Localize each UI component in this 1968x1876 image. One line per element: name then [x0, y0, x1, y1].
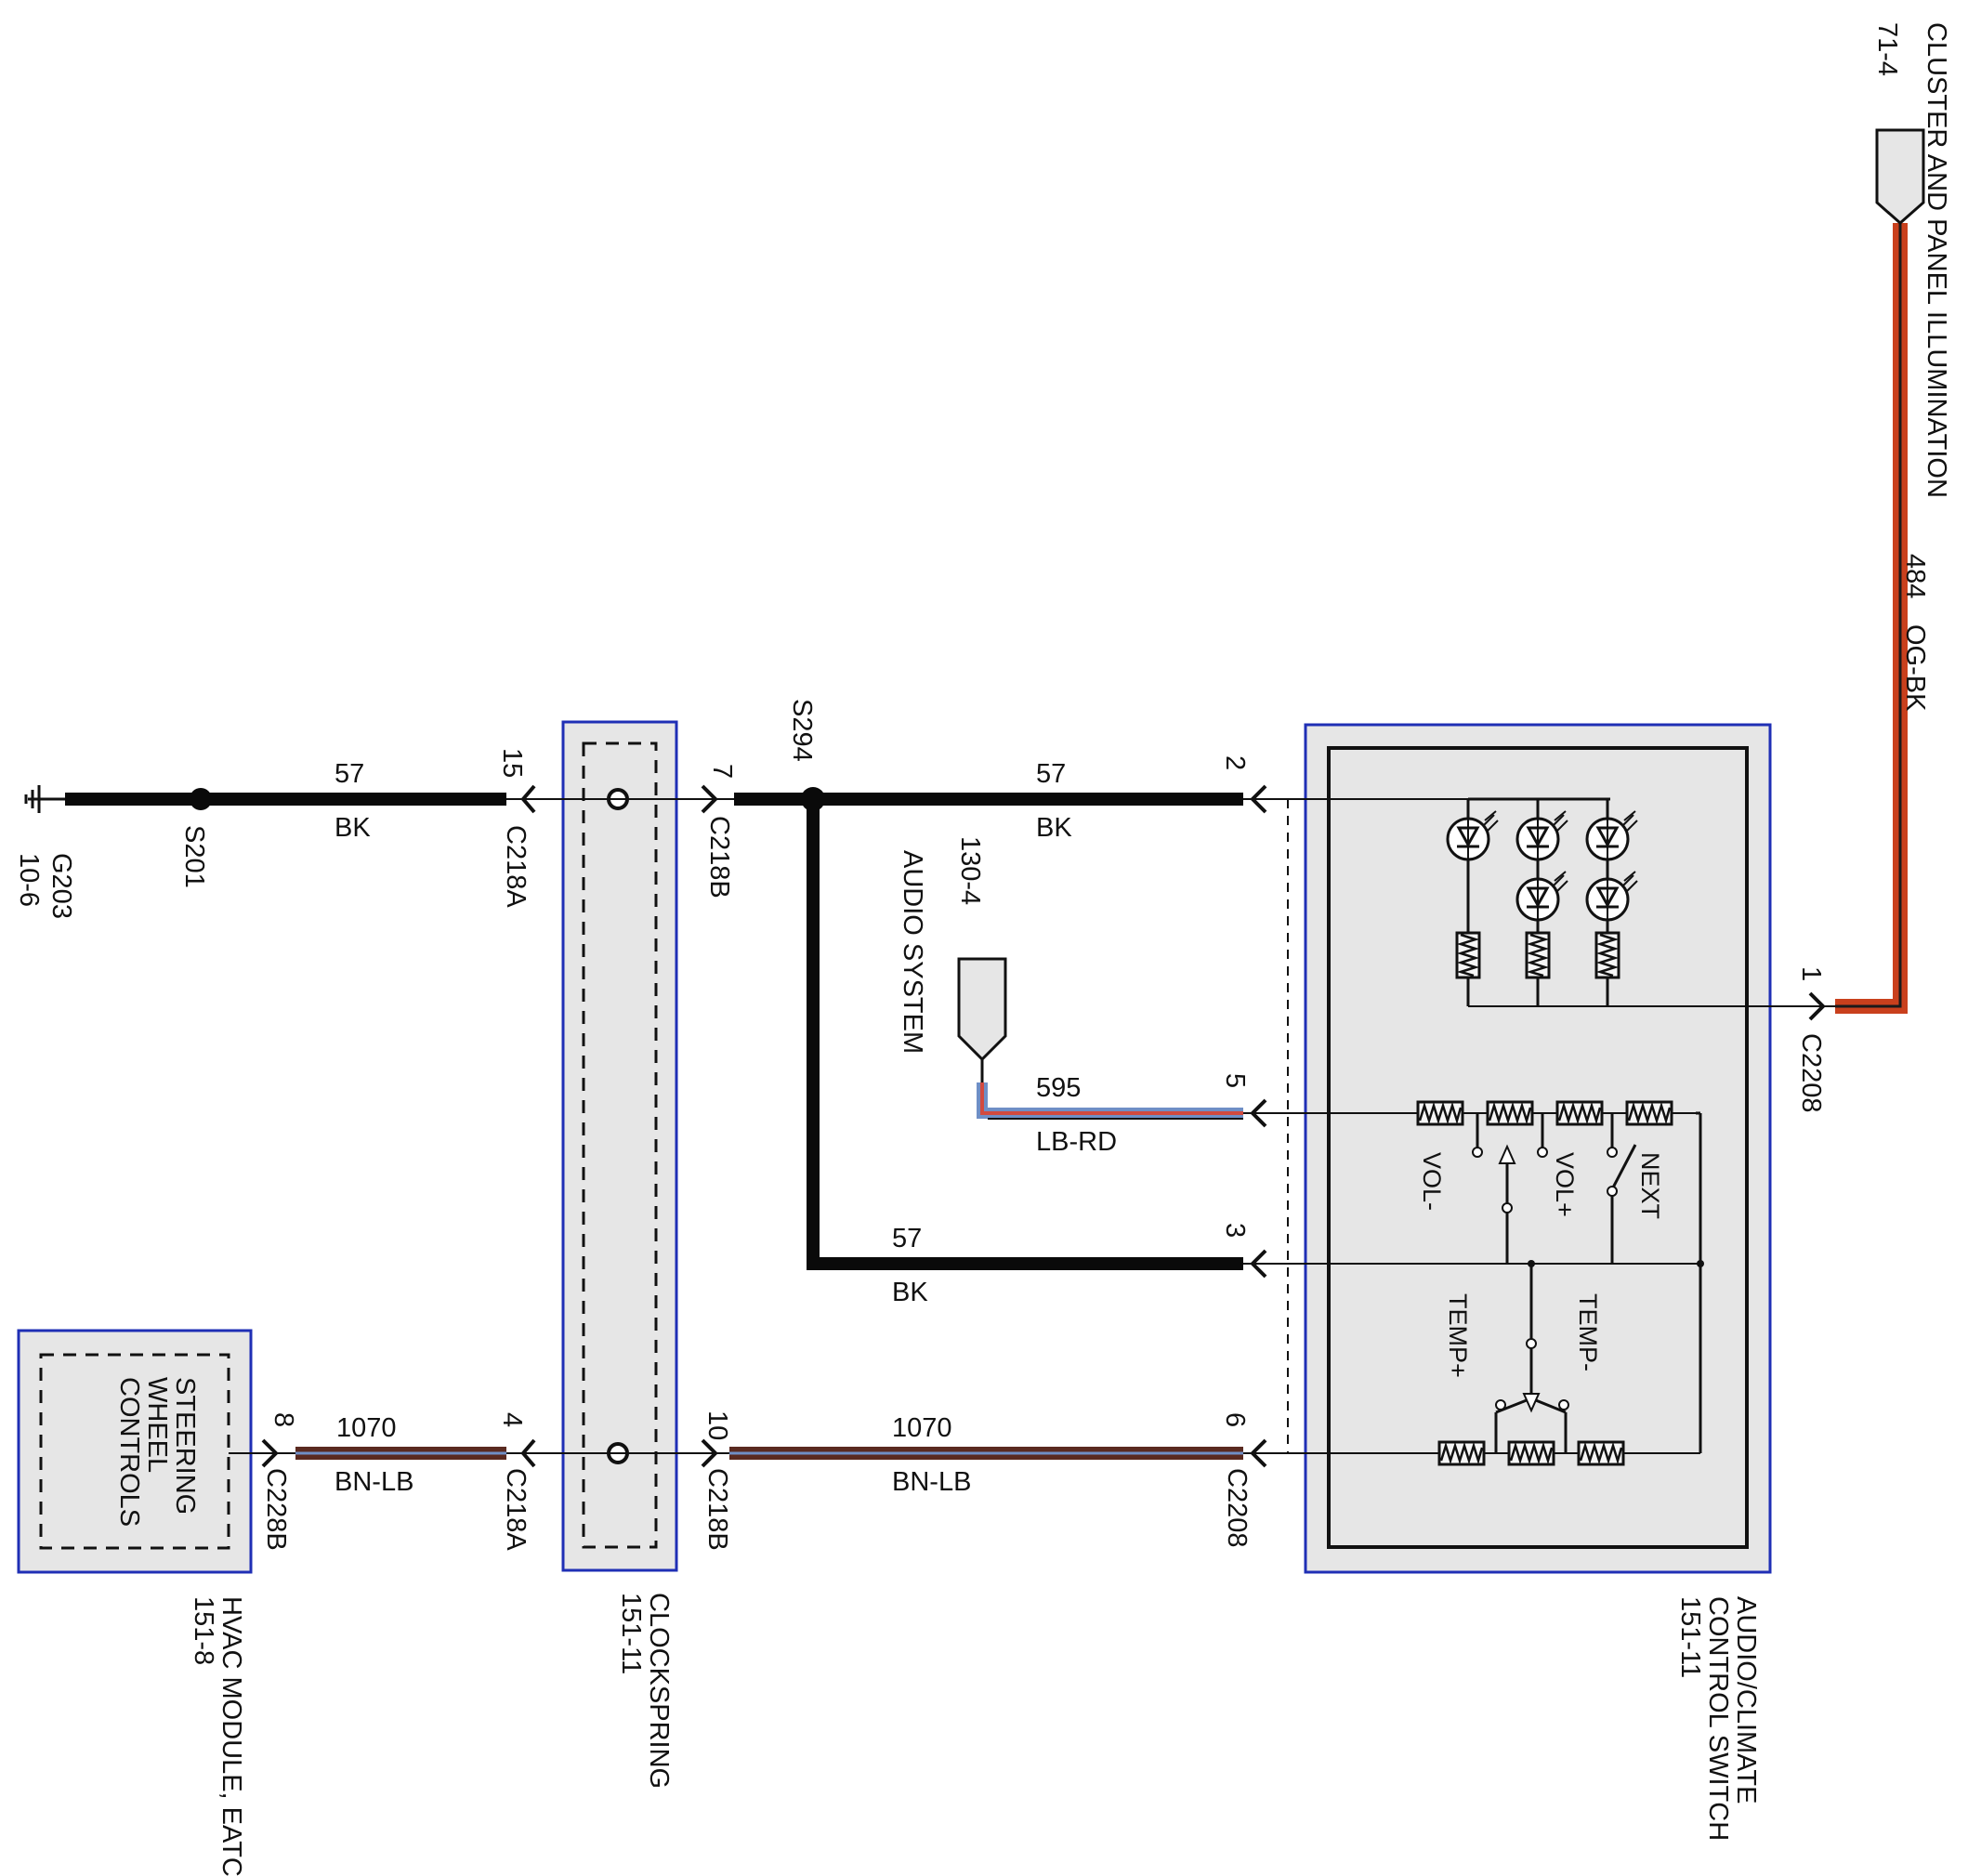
wire-1070-right-color: BN-LB [892, 1467, 971, 1497]
wire-484-color: OG-BK [1900, 624, 1930, 712]
ground-symbol [24, 785, 65, 813]
c228b-pin: 8 [269, 1412, 298, 1427]
audio-system-ref: 130-4 [955, 836, 985, 905]
switch-temp-minus-label: TEMP- [1574, 1293, 1602, 1371]
c2208-pin2: 2 [1220, 755, 1250, 770]
clockspring-box [561, 720, 678, 1572]
c218a-top-pin: 15 [497, 748, 527, 778]
c218a-bottom-pin: 4 [497, 1412, 527, 1427]
audio-system-name: AUDIO SYSTEM [898, 850, 927, 1054]
audio-climate-switch-line2: CONTROL SWITCH [1703, 1596, 1733, 1841]
c2208-bottom-name: C2208 [1222, 1468, 1252, 1547]
wire-595-lb-rd [977, 1082, 1243, 1120]
wire-484-og-bk [1835, 223, 1908, 1014]
ground-id-label: G203 [46, 853, 76, 919]
cluster-illumination-name: CLUSTER AND PANEL ILLUMINATION [1922, 22, 1951, 498]
ground-ref-label: 10-6 [14, 853, 44, 907]
c218b-top-pin: 7 [707, 764, 737, 779]
steering-switch-ladder [1416, 1100, 1704, 1466]
wire-1070-right-circuit: 1070 [892, 1413, 952, 1443]
wire-57-top-color: BK [1036, 813, 1072, 843]
c2208-pin1: 1 [1796, 966, 1826, 981]
wire-1070-left-color: BN-LB [335, 1467, 413, 1497]
wire-57-mid [807, 799, 1243, 1270]
wire-57-mid-color: BK [892, 1278, 928, 1307]
switch-temp-plus-label: TEMP+ [1444, 1293, 1472, 1378]
cluster-illumination-connector-icon [1875, 128, 1925, 225]
c2208-pin3: 3 [1220, 1223, 1250, 1238]
c218b-bottom-name: C218B [702, 1468, 732, 1551]
hvac-module-name: HVAC MODULE, EATC [216, 1596, 246, 1876]
cluster-illumination-ref: 71-4 [1872, 22, 1902, 76]
wire-484-circuit: 484 [1900, 554, 1930, 598]
c2208-pin6: 6 [1220, 1412, 1250, 1427]
wire-595-circuit: 595 [1036, 1073, 1081, 1103]
switch-vol-minus-label: VOL- [1418, 1152, 1446, 1211]
wire-57-left-circuit: 57 [335, 759, 364, 789]
c228b-name: C228B [261, 1468, 291, 1551]
c218b-top-name: C218B [704, 816, 734, 899]
hvac-module-ref: 151-8 [189, 1596, 218, 1665]
hvac-module-box [17, 1329, 253, 1574]
steering-controls-line1: STEERING [170, 1377, 200, 1515]
c218a-top-name: C218A [501, 825, 531, 908]
connector-arrows [261, 784, 1826, 1468]
c218b-bottom-pin: 10 [702, 1410, 732, 1440]
wire-57-top-circuit: 57 [1036, 759, 1066, 789]
wire-57-mid-circuit: 57 [892, 1224, 922, 1253]
c2208-right-name: C2208 [1796, 1033, 1826, 1112]
switch-next-label: NEXT [1636, 1152, 1664, 1219]
wire-57-left-color: BK [335, 813, 371, 843]
clockspring-name: CLOCKSPRING [644, 1593, 674, 1789]
c218a-bottom-name: C218A [501, 1468, 531, 1551]
audio-system-connector-icon [957, 957, 1007, 1082]
switch-vol-plus-label: VOL+ [1551, 1152, 1579, 1217]
audio-climate-switch-ref: 151-11 [1675, 1596, 1705, 1678]
wire-1070-left-circuit: 1070 [336, 1413, 397, 1443]
c2208-pin5: 5 [1220, 1073, 1250, 1088]
clockspring-ref: 151-11 [616, 1593, 646, 1674]
audio-climate-switch-line1: AUDIO/CLIMATE [1731, 1596, 1761, 1804]
splice-s201-label: S201 [179, 825, 209, 888]
splice-s201-dot [190, 788, 212, 810]
steering-controls-line2: WHEEL [142, 1377, 172, 1473]
splice-s294-label: S294 [787, 699, 817, 762]
steering-controls-line3: CONTROLS [114, 1377, 144, 1527]
wire-595-color: LB-RD [1036, 1127, 1117, 1157]
